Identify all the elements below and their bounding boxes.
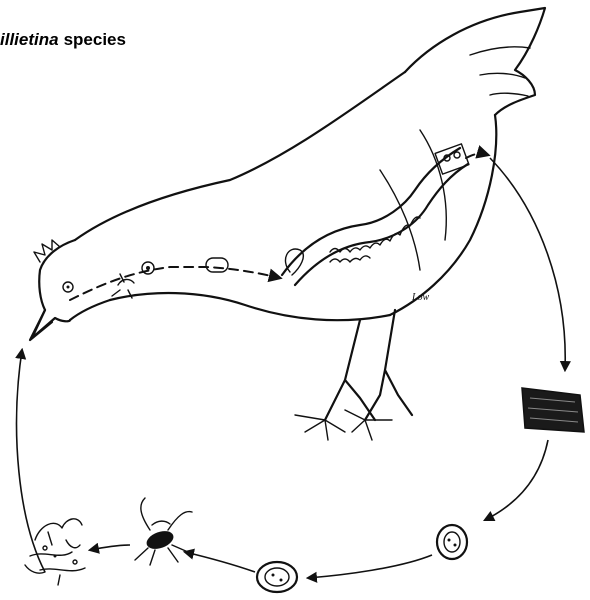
intestine-with-tapeworm [282,144,469,285]
chicken-back [75,72,405,240]
gravid-proglottid-in-gut [435,144,469,174]
chicken-beak [30,310,52,340]
cycle-arrow-to-proglottid [490,158,565,370]
ground-debris-icon [25,519,85,585]
ingestion-dashed-arrow [70,267,280,300]
cycle-arrow-to-chicken [17,350,45,572]
egg-2-icon [257,562,297,592]
chicken-leg-left [325,320,375,420]
cycle-arrow-to-ground [90,545,130,550]
chicken-tail [405,8,545,115]
chicken-rear [390,115,496,315]
cycle-arrow-to-egg-1 [485,440,548,520]
egg-1-icon [437,525,467,559]
intestine-outer [282,148,460,275]
cycle-arrow-to-intermediate-host [185,552,255,572]
chicken-belly [110,293,390,320]
cysticercoid-icon [206,258,228,272]
chicken-leg-right [365,310,412,420]
chicken-breast [70,300,110,320]
cycle-arrow-to-egg-2 [308,555,432,578]
chicken-foot-left [295,415,345,440]
ingested-insect-icon [112,274,134,298]
intermediate-host-insect-icon [135,498,192,565]
exit-dashed-arrow [466,154,488,158]
chicken-host: Low [30,8,545,440]
shed-gravid-proglottid-icon [522,388,584,432]
artist-signature: Low [411,292,430,303]
